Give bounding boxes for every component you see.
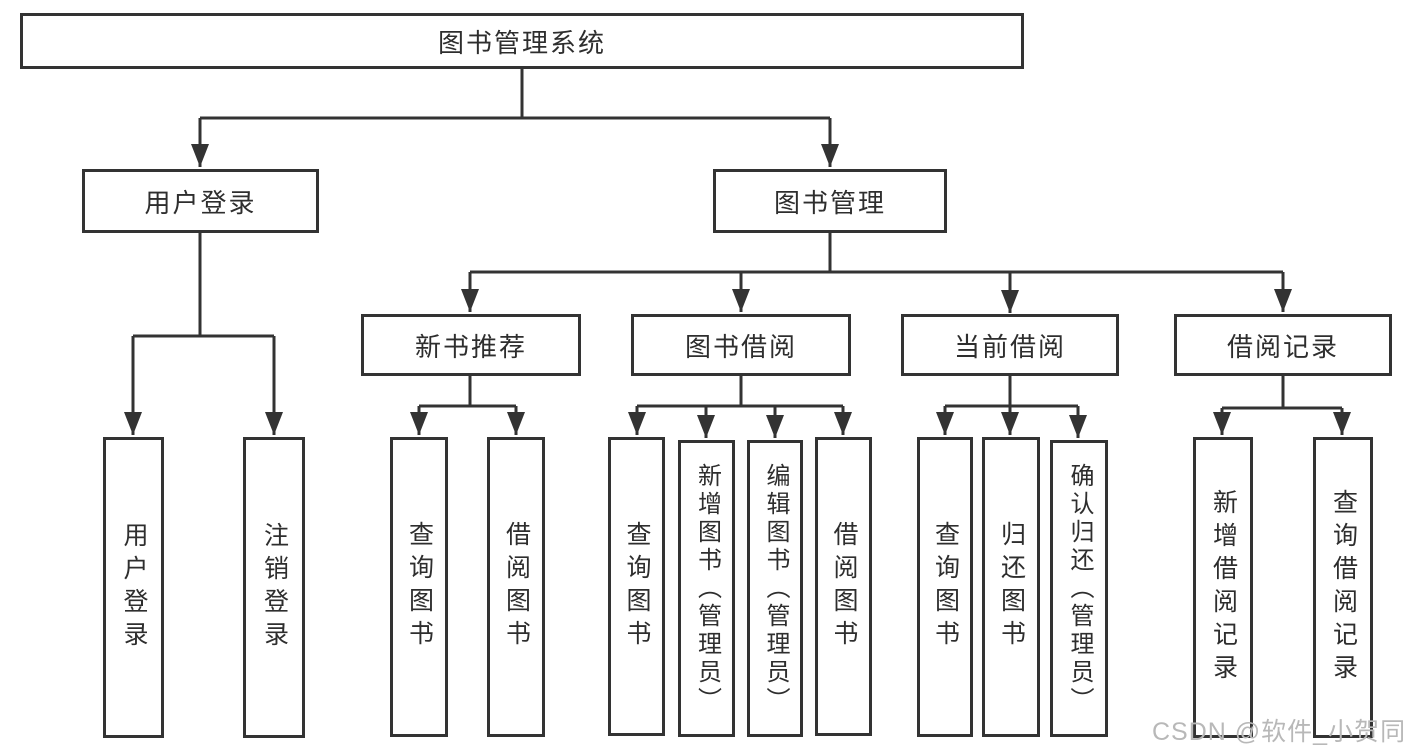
leaf-label: 查询图书	[405, 521, 434, 653]
leaf-query-books-current: 查询图书	[917, 437, 973, 737]
node-label: 图书管理	[773, 187, 886, 218]
node-borrowing-records: 借阅记录	[1174, 314, 1392, 376]
node-label: 借阅记录	[1226, 331, 1339, 362]
leaf-label: 查询图书	[623, 520, 651, 653]
leaf-label: 新增借阅记录	[1209, 488, 1238, 687]
leaf-label: 借阅图书	[830, 520, 858, 653]
node-label: 图书管理系统	[437, 27, 606, 58]
leaf-label: 查询图书	[931, 521, 960, 653]
leaf-label: 借阅图书	[502, 521, 531, 653]
leaf-logout: 注销登录	[243, 437, 305, 738]
leaf-query-borrowing-record: 查询借阅记录	[1313, 437, 1373, 738]
leaf-user-login: 用户登录	[103, 437, 164, 738]
leaf-add-books-admin: 新增图书（管理员）	[678, 440, 735, 737]
csdn-watermark: CSDN @软件_小贺同学	[1152, 718, 1405, 746]
node-book-management: 图书管理	[713, 169, 947, 233]
leaf-label: 新增图书（管理员）	[693, 462, 721, 715]
leaf-query-books-recommend: 查询图书	[390, 437, 448, 737]
node-new-book-recommendation: 新书推荐	[361, 314, 581, 376]
leaf-return-books: 归还图书	[982, 437, 1040, 737]
leaf-borrow-books-borrowing: 借阅图书	[815, 437, 872, 736]
node-label: 当前借阅	[953, 331, 1066, 362]
leaf-borrow-books-recommend: 借阅图书	[487, 437, 545, 737]
leaf-label: 归还图书	[997, 521, 1026, 653]
leaf-label: 编辑图书（管理员）	[762, 462, 789, 715]
leaf-label: 确认归还（管理员）	[1066, 462, 1093, 715]
leaf-edit-books-admin: 编辑图书（管理员）	[747, 440, 803, 737]
node-book-borrowing: 图书借阅	[631, 314, 851, 376]
node-label: 新书推荐	[414, 331, 527, 362]
leaf-add-borrowing-record: 新增借阅记录	[1193, 437, 1253, 738]
node-user-login: 用户登录	[82, 169, 319, 233]
leaf-label: 查询借阅记录	[1329, 488, 1358, 687]
node-library-management-system: 图书管理系统	[20, 13, 1024, 69]
leaf-confirm-return-admin: 确认归还（管理员）	[1050, 440, 1108, 737]
node-current-borrowing: 当前借阅	[901, 314, 1119, 376]
node-label: 图书借阅	[684, 331, 797, 362]
node-label: 用户登录	[144, 187, 257, 218]
leaf-label: 用户登录	[120, 521, 148, 654]
leaf-query-books-borrowing: 查询图书	[608, 437, 665, 736]
leaf-label: 注销登录	[260, 521, 289, 654]
